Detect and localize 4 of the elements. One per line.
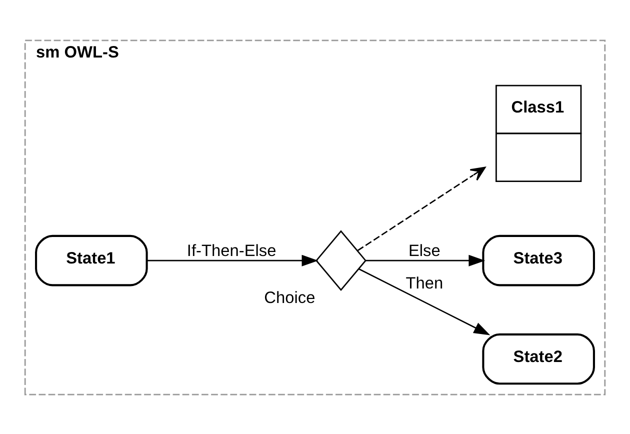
edge-label: Else bbox=[408, 241, 440, 260]
edge-label: Then bbox=[406, 274, 444, 292]
edge-label: If-Then-Else bbox=[186, 241, 276, 260]
node-label: Choice bbox=[264, 288, 316, 307]
